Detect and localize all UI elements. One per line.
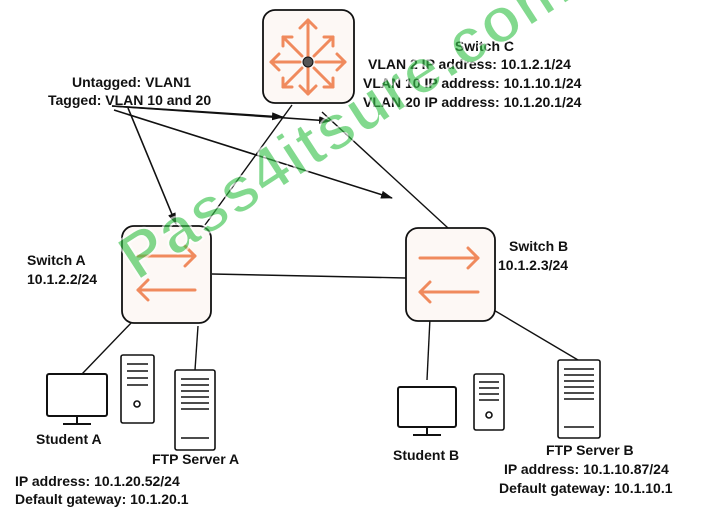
student-a-computer-icon[interactable] [46, 373, 108, 425]
switch-c-name: Switch C [454, 38, 514, 54]
student-a-ip: IP address: 10.1.20.52/24 [15, 473, 180, 489]
student-a-gateway: Default gateway: 10.1.20.1 [15, 491, 189, 507]
switch-c-vlan10-ip: VLAN 10 IP address: 10.1.10.1/24 [363, 75, 582, 91]
trunk-tagged-label: Tagged: VLAN 10 and 20 [48, 92, 212, 108]
switch-b-ip: 10.1.2.3/24 [498, 257, 569, 273]
link-switch-b-to-student-b [426, 317, 431, 381]
trunk-untagged-label: Untagged: VLAN1 [72, 74, 191, 90]
switch-c-vlan2-ip: VLAN 2 IP address: 10.1.2.1/24 [368, 56, 571, 72]
switch-c-vlan20-ip: VLAN 20 IP address: 10.1.20.1/24 [363, 94, 582, 110]
ftp-server-b-icon[interactable] [557, 359, 601, 439]
link-switch-a-to-student-a [81, 321, 133, 375]
student-b-label: Student B [393, 447, 460, 463]
arrow-to-link-cb [111, 105, 331, 125]
link-switch-a-to-ftp-a [194, 325, 199, 371]
student-b-computer-icon[interactable] [397, 386, 457, 436]
ftp-server-b-ip: IP address: 10.1.10.87/24 [504, 461, 669, 477]
switch-b-icon[interactable] [405, 227, 496, 322]
switch-a-ip: 10.1.2.2/24 [27, 271, 98, 287]
link-switch-c-to-switch-a [204, 104, 293, 226]
ftp-server-a-icon[interactable] [174, 369, 216, 451]
ftp-server-b-gateway: Default gateway: 10.1.10.1 [499, 480, 673, 496]
switch-b-name: Switch B [509, 238, 569, 254]
ftp-server-b-label: FTP Server B [546, 442, 634, 458]
trunk-arrows [111, 105, 393, 225]
link-switch-c-to-switch-b [321, 111, 449, 229]
arrow-to-switch-b-link [113, 109, 393, 199]
student-a-label: Student A [36, 431, 102, 447]
ftp-server-a-label: FTP Server A [152, 451, 240, 467]
switch-a-name: Switch A [27, 252, 86, 268]
tower-pc-b-icon[interactable] [473, 373, 505, 431]
switch-c-icon[interactable] [262, 9, 355, 104]
arrow-to-switch-a-link [127, 107, 177, 225]
switch-a-icon[interactable] [121, 225, 212, 324]
tower-pc-icon[interactable] [120, 354, 155, 424]
link-switch-a-to-switch-b [211, 273, 407, 279]
